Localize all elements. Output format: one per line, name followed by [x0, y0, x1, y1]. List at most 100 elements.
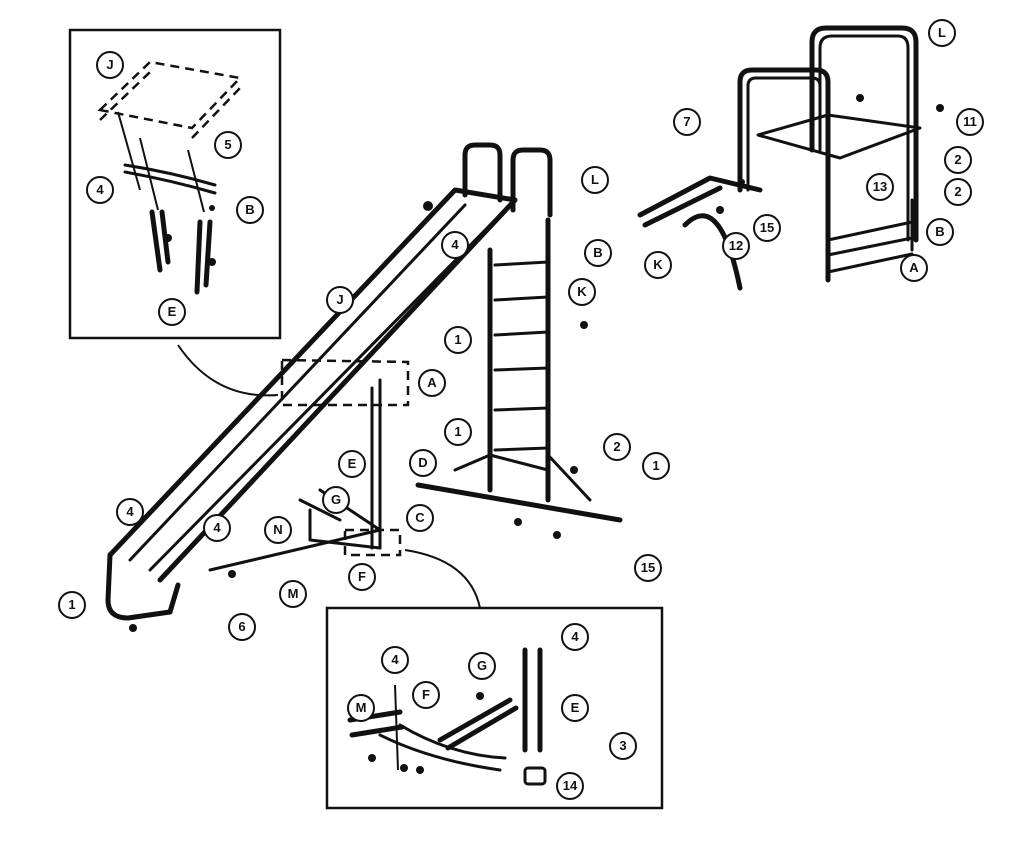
detail-inset-top-right [637, 25, 944, 291]
callout-tr-12: 12 [722, 232, 750, 260]
svg-text:2: 2 [613, 439, 620, 454]
detail-area-top [280, 358, 410, 407]
svg-text:F: F [422, 687, 430, 702]
svg-text:1: 1 [454, 424, 461, 439]
svg-text:G: G [331, 492, 341, 507]
callout-tr-b: B [926, 218, 954, 246]
callout-main-6: 6 [228, 613, 256, 641]
svg-text:3: 3 [619, 738, 626, 753]
svg-text:1: 1 [68, 597, 75, 612]
callout-tr-15: 15 [753, 214, 781, 242]
svg-text:11: 11 [963, 114, 977, 129]
callout-b-4b: 4 [381, 646, 409, 674]
svg-text:6: 6 [238, 619, 245, 634]
callout-main-n: N [264, 516, 292, 544]
callout-main-m: M [279, 580, 307, 608]
svg-text:C: C [415, 510, 425, 525]
callout-tl-j: J [96, 51, 124, 79]
callout-tl-5: 5 [214, 131, 242, 159]
callout-b-e: E [561, 694, 589, 722]
callout-tr-13: 13 [866, 173, 894, 201]
callout-main-k: K [568, 278, 596, 306]
callout-tl-4: 4 [86, 176, 114, 204]
svg-text:E: E [348, 456, 357, 471]
detail-area-bottom [343, 528, 402, 557]
callout-main-1c: 1 [642, 452, 670, 480]
callout-b-4a: 4 [561, 623, 589, 651]
svg-text:4: 4 [451, 237, 459, 252]
callout-b-f: F [412, 681, 440, 709]
svg-text:B: B [935, 224, 944, 239]
svg-text:N: N [273, 522, 282, 537]
svg-text:15: 15 [641, 560, 655, 575]
callout-tr-l: L [928, 19, 956, 47]
callout-tr-a: A [900, 254, 928, 282]
callout-b-14: 14 [556, 772, 584, 800]
svg-text:15: 15 [760, 220, 774, 235]
callout-main-b: B [584, 239, 612, 267]
callout-main-j: J [326, 286, 354, 314]
callout-main-1d: 1 [58, 591, 86, 619]
svg-text:D: D [418, 455, 427, 470]
svg-text:L: L [591, 172, 599, 187]
svg-text:E: E [168, 304, 177, 319]
svg-text:M: M [288, 586, 299, 601]
callout-tr-7: 7 [673, 108, 701, 136]
svg-text:J: J [106, 57, 113, 72]
svg-text:1: 1 [454, 332, 461, 347]
svg-text:12: 12 [729, 238, 743, 253]
callout-main-2: 2 [603, 433, 631, 461]
svg-text:7: 7 [683, 114, 690, 129]
svg-text:5: 5 [224, 137, 231, 152]
svg-text:4: 4 [391, 652, 399, 667]
callout-tr-11: 11 [956, 108, 984, 136]
svg-text:E: E [571, 700, 580, 715]
callout-b-m: M [347, 694, 375, 722]
detail-inset-bottom [325, 606, 664, 810]
callout-main-4b: 4 [116, 498, 144, 526]
svg-text:1: 1 [652, 458, 659, 473]
main-slide [105, 142, 623, 632]
callout-main-1a: 1 [444, 326, 472, 354]
svg-text:J: J [336, 292, 343, 307]
svg-text:4: 4 [571, 629, 579, 644]
callout-main-15: 15 [634, 554, 662, 582]
callout-main-l: L [581, 166, 609, 194]
callout-tl-b: B [236, 196, 264, 224]
svg-text:K: K [577, 284, 587, 299]
callout-tr-k: K [644, 251, 672, 279]
callout-main-4c: 4 [203, 514, 231, 542]
callout-main-d: D [409, 449, 437, 477]
svg-text:2: 2 [954, 184, 961, 199]
svg-text:L: L [938, 25, 946, 40]
inset-arrow-top [177, 344, 279, 397]
svg-text:B: B [593, 245, 602, 260]
svg-text:2: 2 [954, 152, 961, 167]
callout-tl-e: E [158, 298, 186, 326]
svg-text:14: 14 [563, 778, 578, 793]
svg-text:M: M [356, 700, 367, 715]
callout-main-4a: 4 [441, 231, 469, 259]
svg-text:A: A [909, 260, 919, 275]
callout-main-c: C [406, 504, 434, 532]
callout-main-a: A [418, 369, 446, 397]
callout-main-f: F [348, 563, 376, 591]
svg-text:K: K [653, 257, 663, 272]
svg-text:13: 13 [873, 179, 887, 194]
callout-b-g: G [468, 652, 496, 680]
callout-b-3: 3 [609, 732, 637, 760]
callout-main-g: G [322, 486, 350, 514]
inset-arrow-bottom [404, 549, 481, 609]
callout-main-e: E [338, 450, 366, 478]
svg-text:4: 4 [213, 520, 221, 535]
callout-tr-2a: 2 [944, 146, 972, 174]
svg-text:B: B [245, 202, 254, 217]
svg-text:4: 4 [96, 182, 104, 197]
svg-text:4: 4 [126, 504, 134, 519]
svg-text:F: F [358, 569, 366, 584]
callout-main-1b: 1 [444, 418, 472, 446]
svg-text:A: A [427, 375, 437, 390]
callout-tr-2b: 2 [944, 178, 972, 206]
svg-text:G: G [477, 658, 487, 673]
